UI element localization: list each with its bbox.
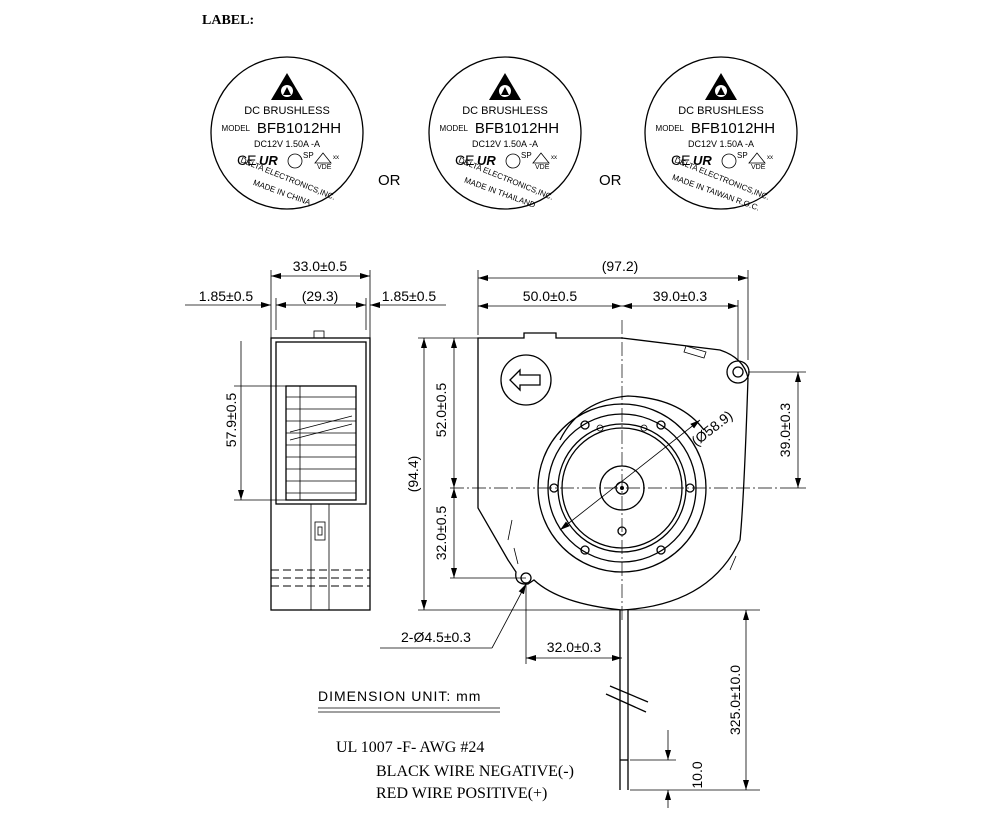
vde-mark: VDE	[317, 164, 332, 171]
xx-mark: xx	[767, 155, 773, 161]
label-model-word: MODEL	[222, 124, 251, 133]
xx-mark: xx	[333, 155, 339, 161]
label-disc-china: DC BRUSHLESS MODEL BFB1012HH DC12V 1.50A…	[210, 56, 364, 210]
csa-mark: SP	[521, 151, 532, 160]
cert-marks: CE UR SP VDE xx	[671, 151, 773, 171]
or-text: OR	[378, 172, 401, 189]
dim-hole-to-center: 32.0±0.3	[547, 639, 602, 655]
label-disc-thailand: DC BRUSHLESS MODEL BFB1012HH DC12V 1.50A…	[428, 56, 582, 210]
label-model: BFB1012HH	[691, 120, 775, 137]
label-model: BFB1012HH	[257, 120, 341, 137]
label-line1: DC BRUSHLESS	[678, 105, 764, 117]
dim-side-inner: (29.3)	[302, 288, 339, 304]
wire-spec: UL 1007 -F- AWG #24	[336, 739, 484, 756]
dim-top-to-center: 52.0±0.5	[433, 383, 449, 438]
label-disc-taiwan: DC BRUSHLESS MODEL BFB1012HH DC12V 1.50A…	[644, 56, 798, 213]
csa-mark: SP	[737, 151, 748, 160]
label-rating: DC12V 1.50A -A	[254, 139, 320, 149]
dim-side-right: 1.85±0.5	[382, 288, 437, 304]
dim-right-hole-height: 39.0±0.3	[777, 403, 793, 458]
dim-holes: 2-Ø4.5±0.3	[401, 629, 471, 645]
label-header: LABEL:	[202, 13, 254, 28]
ce-mark: CE	[671, 152, 690, 168]
ce-mark: CE	[237, 152, 256, 168]
vde-mark: VDE	[535, 164, 550, 171]
unit-note: DIMENSION UNIT: mm	[318, 688, 481, 704]
black-wire-note: BLACK WIRE NEGATIVE(-)	[376, 763, 574, 780]
dim-center-to-bottom: 32.0±0.5	[433, 506, 449, 561]
cert-marks: CE UR SP VDE xx	[455, 151, 557, 171]
vde-mark: VDE	[751, 164, 766, 171]
dim-overall-width: (97.2)	[602, 258, 639, 274]
dim-left-to-center: 50.0±0.5	[523, 288, 578, 304]
label-rating: DC12V 1.50A -A	[472, 139, 538, 149]
dim-lead-length: 325.0±10.0	[727, 665, 743, 735]
ul-mark: UR	[259, 153, 278, 168]
ul-mark: UR	[477, 153, 496, 168]
csa-mark: SP	[303, 151, 314, 160]
notes: DIMENSION UNIT: mm UL 1007 -F- AWG #24 B…	[318, 688, 574, 802]
dim-center-to-hole: 39.0±0.3	[653, 288, 708, 304]
or-text: OR	[599, 172, 622, 189]
xx-mark: xx	[551, 155, 557, 161]
cert-marks: CE UR SP VDE xx	[237, 151, 339, 171]
red-wire-note: RED WIRE POSITIVE(+)	[376, 785, 547, 802]
dim-fan-diameter: (Ø58.9)	[688, 407, 735, 449]
dim-overall-height: (94.4)	[405, 456, 421, 493]
side-view: 33.0±0.5 1.85±0.5 (29.3) 1.85±0.5 57.9±0…	[185, 258, 446, 611]
dim-side-left: 1.85±0.5	[199, 288, 254, 304]
label-model: BFB1012HH	[475, 120, 559, 137]
label-rating: DC12V 1.50A -A	[688, 139, 754, 149]
dim-side-height: 57.9±0.5	[223, 393, 239, 448]
front-view: (Ø58.9) (97.2) 50.0±0.5 39.0±0.3 (94.4) …	[380, 258, 806, 808]
dim-strip-length: 10.0	[689, 761, 705, 788]
label-model-word: MODEL	[656, 124, 685, 133]
label-line1: DC BRUSHLESS	[462, 105, 548, 117]
dim-side-width: 33.0±0.5	[293, 258, 348, 274]
label-model-word: MODEL	[440, 124, 469, 133]
ul-mark: UR	[693, 153, 712, 168]
ce-mark: CE	[455, 152, 474, 168]
label-line1: DC BRUSHLESS	[244, 105, 330, 117]
